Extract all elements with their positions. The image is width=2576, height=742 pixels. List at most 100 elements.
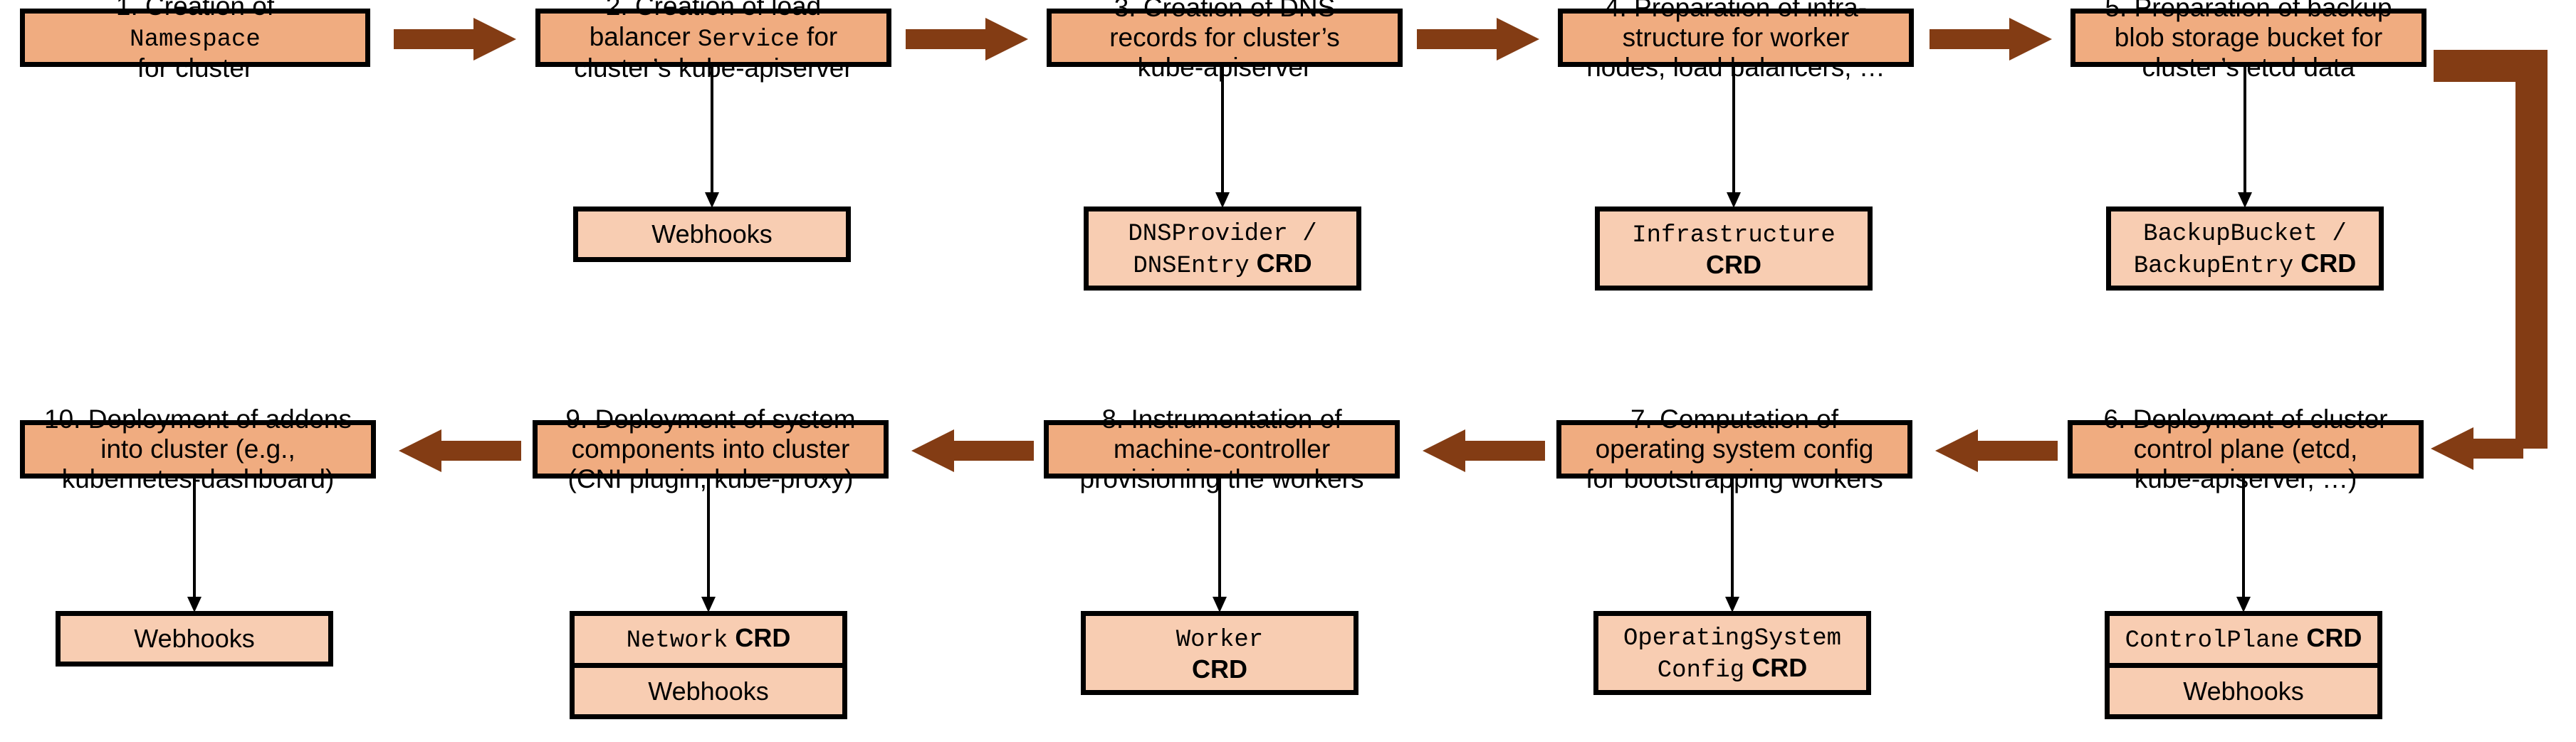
artifact-box-webhooks-10[interactable]: Webhooks	[56, 611, 333, 667]
text-segment: operating system config	[1595, 434, 1874, 464]
text-segment: Webhooks	[648, 676, 769, 706]
artifact-cell[interactable]: Webhooks	[578, 211, 846, 257]
thin-connector-7-to-osc-crd	[1722, 479, 1743, 614]
block-arrow-7-to-8	[1423, 429, 1545, 472]
text-segment: 2. Creation of load	[605, 0, 822, 21]
text-segment: components into cluster	[571, 434, 850, 464]
block-arrow-2-to-3	[906, 18, 1028, 61]
text-segment: ControlPlane	[2125, 627, 2300, 655]
box-label: Webhooks	[648, 676, 768, 706]
text-segment: Namespace	[130, 26, 261, 53]
thin-connector-6-to-controlplane-crd	[2233, 479, 2254, 614]
text-segment: provisioning the workers	[1079, 464, 1364, 494]
text-segment: 4. Preparation of infra-	[1604, 0, 1868, 22]
text-segment: 3. Creation of DNS	[1114, 0, 1336, 22]
text-segment: balancer	[589, 21, 698, 51]
text-segment: nodes, load balancers, …	[1586, 53, 1885, 83]
text-segment: 8. Instrumentation of	[1101, 404, 1342, 434]
text-segment: CRD	[2299, 623, 2362, 653]
thin-connector-3-to-dns-crd	[1212, 67, 1233, 209]
text-segment: CRD	[2293, 249, 2357, 278]
block-arrow-4-to-5	[1930, 18, 2052, 61]
text-segment: (CNI plugin, kube-proxy)	[567, 464, 854, 494]
text-segment: 7. Computation of	[1630, 404, 1839, 434]
text-segment: records for cluster’s	[1109, 22, 1340, 52]
text-segment: 10. Deployment of addons	[44, 404, 352, 434]
thin-connector-2-to-webhooks	[701, 67, 723, 209]
artifact-box-network-crd[interactable]: Network CRD Webhooks	[570, 611, 847, 719]
artifact-cell[interactable]: ControlPlane CRD	[2110, 616, 2377, 663]
artifact-cell[interactable]: DNSProvider / DNSEntry CRD	[1089, 211, 1356, 286]
text-segment: control plane (etcd,	[2133, 434, 2358, 464]
block-arrow-8-to-9	[911, 429, 1034, 472]
artifact-box-dns-crd[interactable]: DNSProvider / DNSEntry CRD	[1084, 207, 1361, 291]
text-segment: blob storage bucket for	[2114, 22, 2383, 52]
artifact-cell[interactable]: Webhooks	[575, 662, 842, 715]
text-segment: CRD	[1191, 654, 1247, 684]
box-label: BackupBucket / BackupEntry CRD	[2134, 216, 2356, 281]
thin-connector-4-to-infrastructure-crd	[1723, 67, 1744, 209]
elbow-arrow-5-to-6	[2434, 21, 2576, 506]
text-segment: Worker	[1176, 626, 1264, 654]
text-segment: kube-apiserver	[1137, 53, 1312, 83]
box-label: 4. Preparation of infra-structure for wo…	[1569, 0, 1903, 83]
text-segment: 1. Creation of	[115, 0, 275, 21]
artifact-box-backup-crd[interactable]: BackupBucket / BackupEntry CRD	[2106, 207, 2384, 291]
text-segment: BackupEntry	[2133, 253, 2294, 280]
artifact-box-webhooks-2[interactable]: Webhooks	[573, 207, 851, 262]
thin-connector-8-to-worker-crd	[1209, 479, 1230, 614]
text-segment: CRD	[728, 623, 791, 653]
step-box-4[interactable]: 4. Preparation of infra-structure for wo…	[1558, 0, 1914, 82]
text-segment: OperatingSystem	[1623, 625, 1842, 652]
text-segment: Service	[697, 26, 800, 53]
text-segment: machine-controller	[1113, 434, 1331, 464]
block-arrow-9-to-10	[399, 429, 521, 472]
text-segment: CRD	[1706, 249, 1761, 279]
text-segment: Infrastructure	[1632, 221, 1836, 249]
artifact-cell[interactable]: Webhooks	[61, 616, 328, 662]
text-segment: 9. Deployment of system	[565, 404, 856, 434]
text-segment: Webhooks	[651, 219, 773, 249]
artifact-cell[interactable]: Network CRD	[575, 616, 842, 663]
text-segment: 6. Deployment of cluster	[2103, 404, 2388, 434]
text-segment: DNSEntry	[1133, 253, 1250, 280]
artifact-cell[interactable]: BackupBucket / BackupEntry CRD	[2111, 211, 2379, 286]
text-segment: 5. Preparation of backup	[2105, 0, 2392, 22]
thin-connector-10-to-webhooks	[184, 479, 205, 614]
text-segment: CRD	[1249, 249, 1312, 278]
text-segment: CRD	[1744, 653, 1808, 682]
text-segment: BackupBucket /	[2143, 220, 2347, 248]
block-arrow-elbow-head-to-6	[2431, 427, 2523, 470]
text-segment: Network	[626, 627, 728, 655]
text-segment: DNSProvider /	[1128, 220, 1317, 248]
block-arrow-6-to-7	[1935, 429, 2058, 472]
artifact-cell[interactable]: Webhooks	[2110, 662, 2377, 715]
